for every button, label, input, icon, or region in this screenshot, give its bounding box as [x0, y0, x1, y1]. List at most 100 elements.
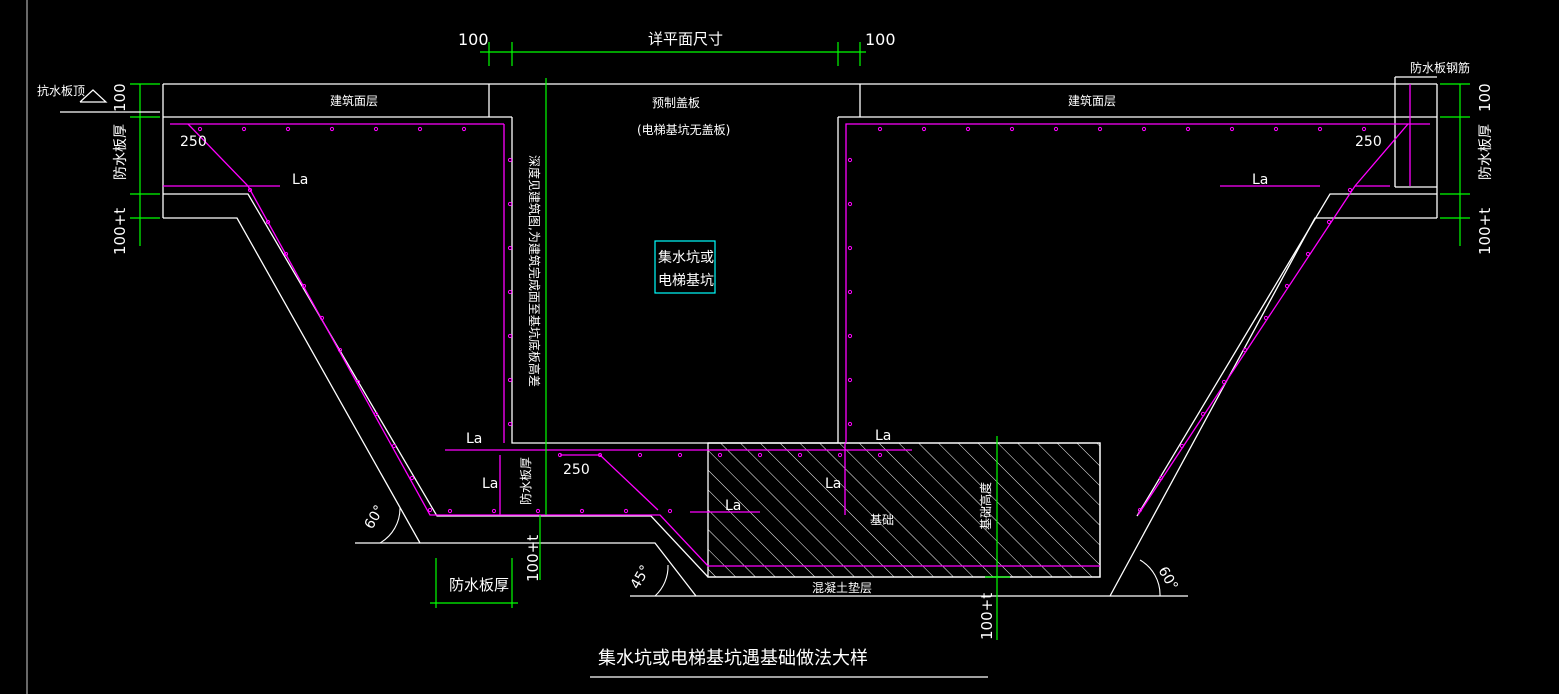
- rebar-dot: [241, 126, 247, 132]
- waterproof-rebar-label: 防水板钢筋: [1410, 60, 1470, 75]
- rebar-dot: [283, 251, 289, 257]
- rebar-dots: [197, 126, 1367, 514]
- pit-label-line1: 集水坑或: [658, 249, 714, 266]
- rebar-dot: [507, 201, 513, 207]
- dim-100-right-vert: 100: [1476, 83, 1494, 112]
- rebar-dot: [507, 421, 513, 427]
- ground-lines: [355, 542, 1188, 597]
- rebar-dot: [557, 452, 563, 458]
- rebar-dot: [337, 347, 343, 353]
- rebar-dot: [1273, 126, 1279, 132]
- foundation-label: 基础: [870, 513, 894, 527]
- rebar-dot: [535, 508, 541, 514]
- rebar-dot: [597, 452, 603, 458]
- rebar-dot: [921, 126, 927, 132]
- dim-250-left: 250: [180, 134, 207, 150]
- rebar-dot: [847, 421, 853, 427]
- pit-label-frame: [654, 240, 716, 294]
- rebar-dot: [1158, 475, 1164, 481]
- concrete-cushion-label: 混凝土垫层: [812, 580, 872, 595]
- la-lower-mid: La: [725, 498, 741, 514]
- rebar-dot: [447, 508, 453, 514]
- rebar-dot: [1179, 443, 1185, 449]
- rebar-dot: [1053, 126, 1059, 132]
- rebar-dot: [1185, 126, 1191, 132]
- rebar-dot: [491, 508, 497, 514]
- dim-100-left-vert: 100: [111, 83, 129, 112]
- la-mid-right: La: [875, 428, 891, 444]
- rebar-dot: [461, 126, 467, 132]
- rebar-dot: [1229, 126, 1235, 132]
- la-right-top: La: [1252, 172, 1268, 188]
- dim-100t-right: 100+t: [1476, 208, 1494, 255]
- dim-100-top-right: 100: [865, 30, 896, 49]
- rebar-dot: [623, 508, 629, 514]
- rebar-dot: [847, 245, 853, 251]
- rebar-dot: [847, 157, 853, 163]
- rebar-dot: [1305, 251, 1311, 257]
- rebar-dot: [1009, 126, 1015, 132]
- rebar-dot: [247, 187, 253, 193]
- dim-250-right: 250: [1355, 134, 1382, 150]
- rebar-dot: [1097, 126, 1103, 132]
- rebar-dot: [1347, 187, 1353, 193]
- rebar-dot: [757, 452, 763, 458]
- rebar-dot: [197, 126, 203, 132]
- la-left-top: La: [292, 172, 308, 188]
- rebar-dot: [637, 452, 643, 458]
- waterproof-thick-mid: 防水板厚: [518, 457, 533, 505]
- rebar-dot: [1317, 126, 1323, 132]
- rebar-dot: [507, 289, 513, 295]
- la-lower-left: La: [482, 476, 498, 492]
- rebar-dot: [1242, 347, 1248, 353]
- rebar-dot: [373, 411, 379, 417]
- rebar-dot: [837, 452, 843, 458]
- waterproof-thick-bottom: 防水板厚: [449, 576, 509, 594]
- rebar-dot: [507, 157, 513, 163]
- rebar-lines: [163, 84, 1430, 567]
- rebar-dot: [373, 126, 379, 132]
- rebar-dot: [677, 452, 683, 458]
- rebar-dot: [1141, 126, 1147, 132]
- rebar-dot: [667, 508, 673, 514]
- rebar-dot: [417, 126, 423, 132]
- pit-label-line2: 电梯基坑: [658, 272, 714, 289]
- rebar-dot: [355, 379, 361, 385]
- rebar-dot: [391, 443, 397, 449]
- rebar-dot: [717, 452, 723, 458]
- dim-detail-plan: 详平面尺寸: [648, 30, 723, 48]
- waterproof-thick-right: 防水板厚: [1478, 124, 1494, 180]
- rebar-dot: [965, 126, 971, 132]
- rebar-dot: [1326, 219, 1332, 225]
- la-mid-left: La: [466, 431, 482, 447]
- dim-100t-left: 100+t: [111, 208, 129, 255]
- dimension-lines: [130, 42, 1470, 640]
- rebar-dot: [409, 475, 415, 481]
- rebar-dot: [1284, 283, 1290, 289]
- rebar-dot: [847, 201, 853, 207]
- rebar-dot: [329, 126, 335, 132]
- concrete-outline: [162, 76, 1438, 597]
- depth-note: 深度见建筑图,为建筑完成面至基坑底板高差: [527, 155, 542, 387]
- dim-250-mid: 250: [563, 462, 590, 478]
- rebar-dot: [877, 452, 883, 458]
- foundation-block: [707, 442, 1101, 578]
- rebar-dot: [301, 283, 307, 289]
- waterproof-thick-left: 防水板厚: [113, 124, 129, 180]
- rebar-dot: [285, 126, 291, 132]
- rebar-dot: [507, 245, 513, 251]
- rebar-dot: [1221, 379, 1227, 385]
- elevator-cover-note: (电梯基坑无盖板): [637, 122, 730, 137]
- rebar-dot: [507, 333, 513, 339]
- foundation-height-label: 基础高度: [978, 482, 993, 530]
- dim-100-top-left: 100: [458, 30, 489, 49]
- rebar-dot: [1361, 126, 1367, 132]
- rebar-dot: [319, 315, 325, 321]
- rebar-dot: [507, 377, 513, 383]
- rebar-dot: [427, 507, 433, 513]
- rebar-dot: [579, 508, 585, 514]
- precast-cover-label: 预制盖板: [652, 96, 700, 110]
- anti-float-symbol: [60, 89, 160, 113]
- rebar-dot: [797, 452, 803, 458]
